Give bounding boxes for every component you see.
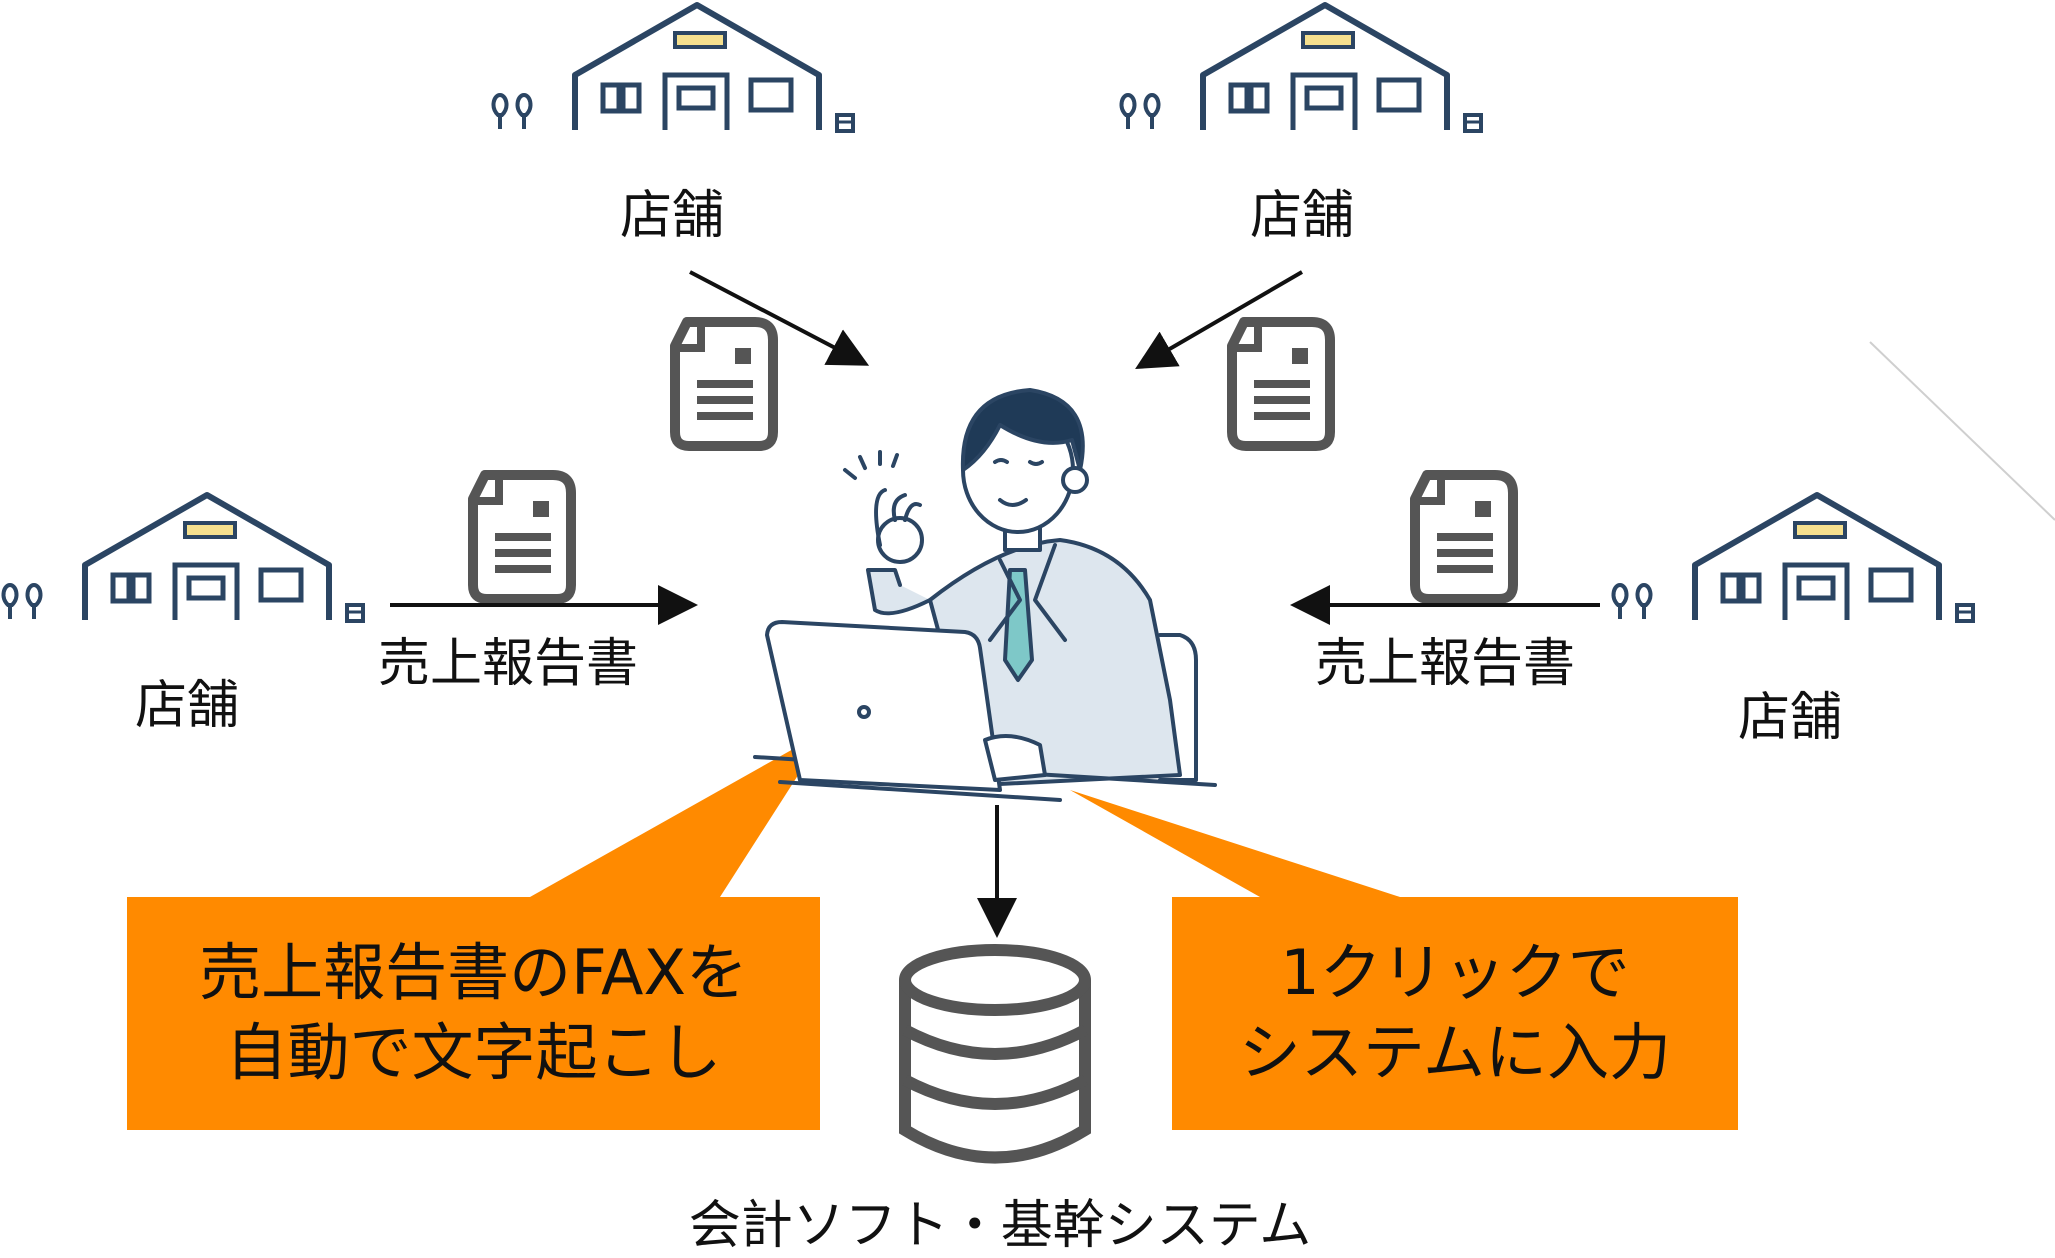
house-icon-top-left [491,5,853,131]
store-label-right: 店舗 [1738,688,1843,748]
arrow-top-left [689,270,870,366]
arrow-top-right [1135,270,1304,370]
callout-right-text: 1クリックで システムに入力 [1172,933,1738,1093]
person-with-laptop [753,388,1217,802]
document-icon-top-left [675,322,773,446]
callout-left-shape [127,897,820,1130]
database-label: 会計ソフト・基幹システム [688,1196,1312,1256]
callout-left-line1: 売上報告書のFAXを [199,936,748,1009]
document-icon-top-right [1232,322,1330,446]
store-label-left: 店舗 [135,676,240,736]
callout-left-line2: 自動で文字起こし [225,1016,722,1089]
report-label-right: 売上報告書 [1315,634,1576,694]
house-icon-right [1611,495,1973,621]
database-icon [899,944,1091,1164]
document-icon-right [1415,475,1513,599]
callout-right-line1: 1クリックで [1280,936,1630,1009]
callout-left-tail [530,730,827,897]
house-icon-top-right [1119,5,1481,131]
callout-right-tail [1070,790,1400,897]
store-label-top-right: 店舗 [1250,186,1355,246]
callout-right-shape [1172,897,1738,1130]
store-label-top-left: 店舗 [620,186,725,246]
house-icon-left [1,495,363,621]
report-label-left: 売上報告書 [378,634,639,694]
document-icon-left [473,475,571,599]
decorative-line [1869,341,2055,521]
callout-right-line2: システムに入力 [1238,1016,1672,1089]
callout-left-text: 売上報告書のFAXを 自動で文字起こし [127,933,820,1093]
